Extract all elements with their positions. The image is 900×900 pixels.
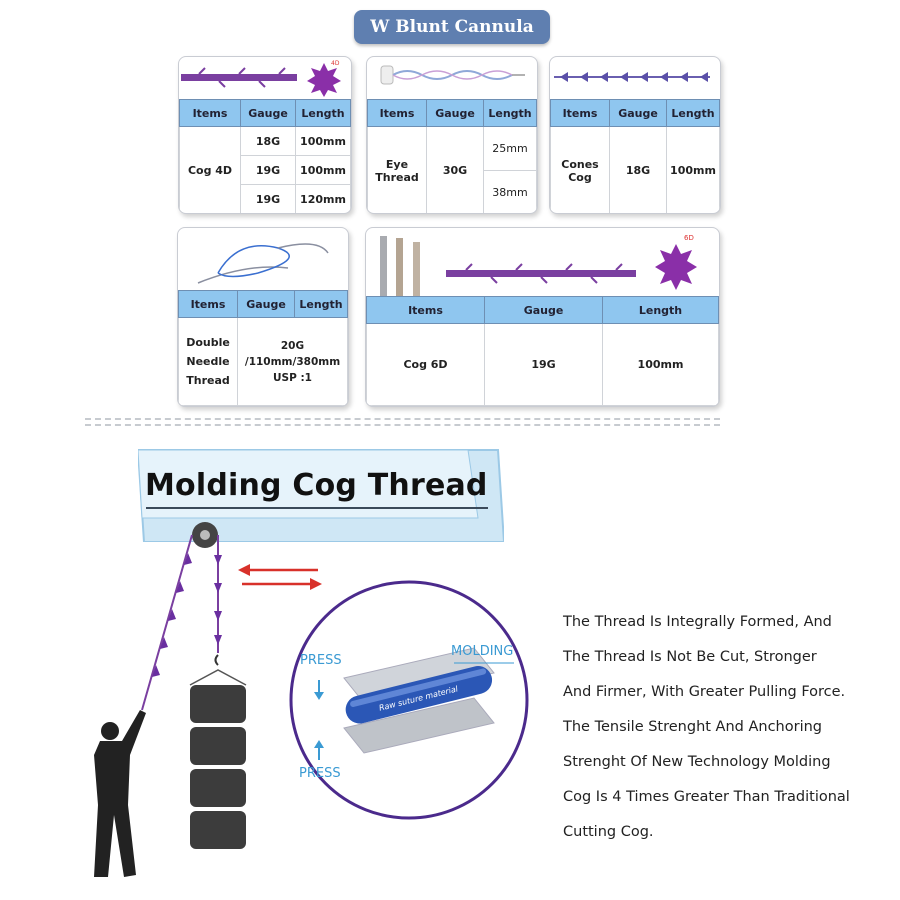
description-line: Cutting Cog. bbox=[563, 824, 654, 840]
gauge-cell: 19G bbox=[484, 323, 603, 406]
svg-text:4D: 4D bbox=[331, 60, 340, 67]
header-gauge: Gauge bbox=[484, 296, 603, 324]
header-items: Items bbox=[366, 296, 485, 324]
banner-background bbox=[138, 449, 504, 542]
press-top-label: PRESS bbox=[300, 653, 342, 668]
length-cell: 100mm bbox=[295, 126, 351, 156]
svg-text:6D: 6D bbox=[684, 234, 694, 242]
header-length: Length bbox=[295, 99, 351, 127]
page-title: W Blunt Cannula bbox=[354, 10, 550, 44]
length-cell: 100mm bbox=[666, 126, 720, 213]
header-gauge: Gauge bbox=[426, 99, 484, 127]
description-line: The Thread Is Not Be Cut, Stronger bbox=[563, 649, 817, 665]
direction-arrows bbox=[238, 564, 322, 590]
length-cell: 38mm bbox=[483, 170, 537, 213]
header-items: Items bbox=[367, 99, 427, 127]
description-text: The Thread Is Integrally Formed, And The… bbox=[563, 605, 883, 850]
press-bottom-label: PRESS bbox=[299, 766, 341, 781]
item-cell: Cog 6D bbox=[366, 323, 485, 406]
cog6d-card: 6D Items Gauge Length Cog 6D 19G 100mm bbox=[365, 227, 720, 407]
length-cell: 100mm bbox=[602, 323, 719, 406]
header-length: Length bbox=[483, 99, 537, 127]
header-gauge: Gauge bbox=[237, 290, 295, 318]
header-length: Length bbox=[602, 296, 719, 324]
gauge-cell: 30G bbox=[426, 126, 484, 213]
header-items: Items bbox=[178, 290, 238, 318]
length-cell: 120mm bbox=[295, 184, 351, 213]
description-line: The Tensile Strenght And Anchoring bbox=[563, 719, 823, 735]
description-line: Cog Is 4 Times Greater Than Traditional bbox=[563, 789, 850, 805]
header-gauge: Gauge bbox=[609, 99, 667, 127]
double-needle-image bbox=[197, 243, 329, 284]
item-cell: Cog 4D bbox=[179, 126, 241, 213]
header-length: Length bbox=[294, 290, 348, 318]
cog-thread-image: 4D bbox=[181, 60, 341, 97]
gauge-cell: 19G bbox=[240, 155, 296, 185]
molding-label: MOLDING bbox=[451, 644, 514, 659]
gauge-cell: 18G bbox=[240, 126, 296, 156]
eye-thread-image bbox=[380, 65, 525, 85]
length-cell: 100mm bbox=[295, 155, 351, 185]
length-cell: 25mm bbox=[483, 126, 537, 171]
description-line: And Firmer, With Greater Pulling Force. bbox=[563, 684, 846, 700]
description-line: The Thread Is Integrally Formed, And bbox=[563, 614, 832, 630]
gauge-cell: 19G bbox=[240, 184, 296, 213]
separator-line bbox=[85, 418, 720, 420]
cones-cog-image bbox=[554, 72, 710, 82]
description-line: Strenght Of New Technology Molding bbox=[563, 754, 831, 770]
cog6d-table: Items Gauge Length Cog 6D 19G 100mm bbox=[366, 296, 719, 406]
banner-title: Molding Cog Thread bbox=[145, 468, 488, 503]
cog4d-card: 4D Items Gauge Length Cog 4D 18G 100mm 1… bbox=[178, 56, 352, 214]
gauge-cell: 18G bbox=[609, 126, 667, 213]
cog6d-image: 6D bbox=[380, 234, 697, 296]
header-gauge: Gauge bbox=[240, 99, 296, 127]
molding-diagram bbox=[289, 580, 529, 820]
header-items: Items bbox=[179, 99, 241, 127]
separator-line bbox=[85, 424, 720, 426]
header-length: Length bbox=[666, 99, 720, 127]
cog4d-table: Items Gauge Length Cog 4D 18G 100mm 19G … bbox=[179, 99, 351, 213]
pull-demo-illustration bbox=[94, 522, 247, 877]
header-items: Items bbox=[550, 99, 610, 127]
